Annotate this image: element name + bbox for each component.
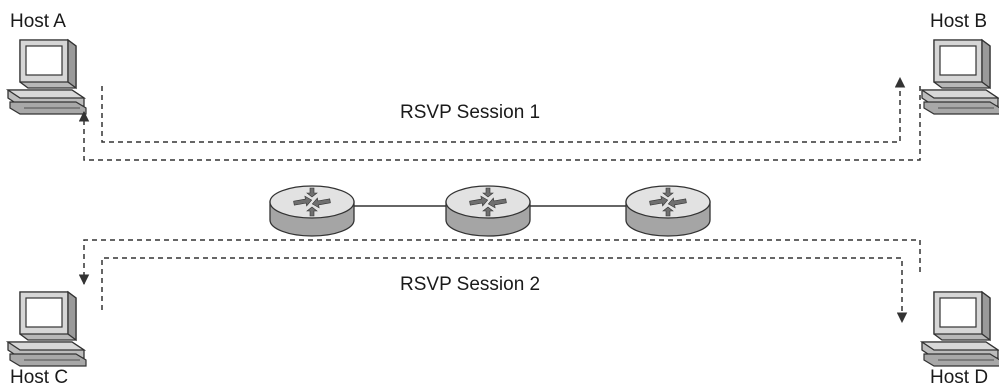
router-icon <box>625 185 711 237</box>
session-2-resv-line <box>101 257 908 324</box>
host-d-label: Host D <box>930 367 989 388</box>
host-b-label: Host B <box>930 11 988 32</box>
router-icon <box>269 185 355 237</box>
session-2-label: RSVP Session 2 <box>400 274 541 295</box>
host-c-label: Host C <box>10 367 69 388</box>
computer-icon <box>921 39 999 115</box>
session-2-path-line <box>78 239 921 286</box>
session-1-path-line <box>101 76 906 143</box>
computer-icon <box>7 291 87 367</box>
computer-icon <box>7 39 87 115</box>
router-icon <box>445 185 531 237</box>
session-1-resv-line <box>78 86 921 161</box>
session-1-label: RSVP Session 1 <box>400 102 541 123</box>
host-a-label: Host A <box>10 11 66 32</box>
computer-icon <box>921 291 999 367</box>
